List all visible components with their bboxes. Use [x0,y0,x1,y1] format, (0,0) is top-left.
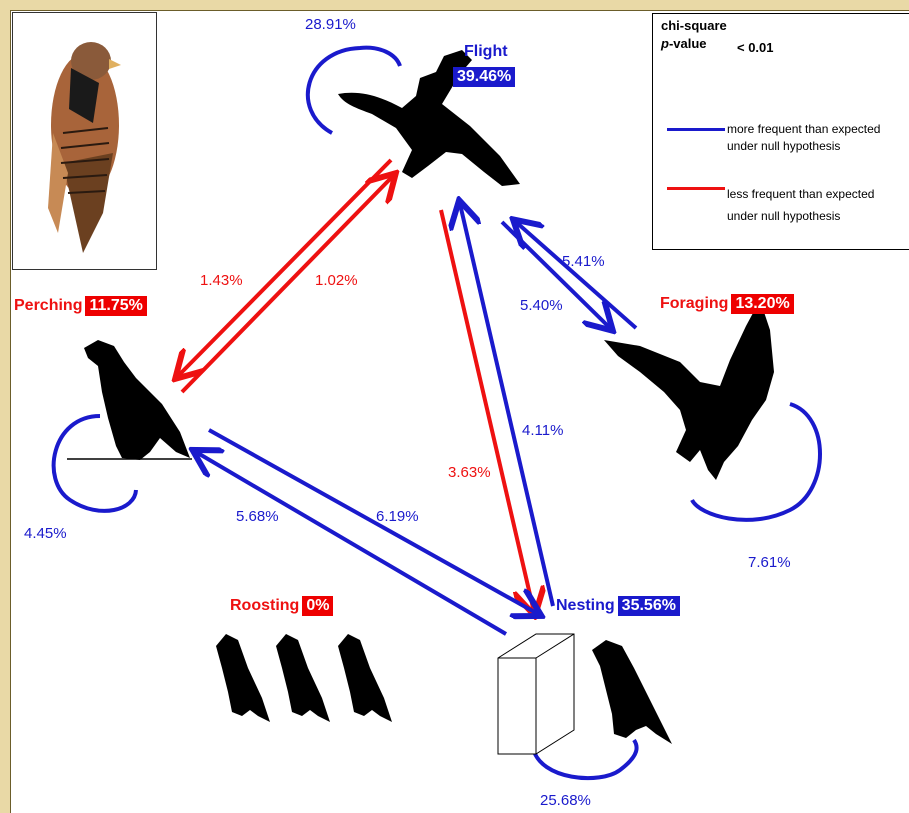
perching-label: Perching [14,297,82,314]
nesting-label: Nesting [556,597,615,614]
perching-value: 11.75% [85,296,146,316]
perching-self-loop-label: 4.45% [24,525,67,542]
nest-box [498,634,574,754]
flight-value: 39.46% [453,67,515,87]
foraging-silhouette [604,300,774,480]
roosting-label: Roosting [230,597,299,614]
perching-to-flight-label: 1.02% [315,272,358,289]
nesting-value: 35.56% [618,596,680,616]
flight-to-nesting-label: 3.63% [448,464,491,481]
roosting-bird-3 [338,634,392,722]
nesting-self-loop-label: 25.68% [540,792,591,809]
roosting-bird-1 [216,634,270,722]
roosting-value: 0% [302,596,333,616]
arrow-flight-to-nesting [441,210,534,612]
nesting-bird-silhouette [592,640,672,744]
flight-value-badge: 39.46% [450,67,515,87]
arrow-nesting-to-flight [460,204,553,606]
flight-self-loop-label: 28.91% [305,16,356,33]
flight-to-perching-label: 1.43% [200,272,243,289]
arrow-flight-to-perching [178,160,391,376]
nesting-to-perching-label: 5.68% [236,508,279,525]
perching-to-nesting-label: 6.19% [376,508,419,525]
foraging-self-loop-label: 7.61% [748,554,791,571]
foraging-label: Foraging [660,295,728,312]
roosting-bird-2 [276,634,330,722]
flight-to-foraging-label: 5.40% [520,297,563,314]
nesting-to-flight-label: 4.11% [522,422,563,439]
perching-silhouette [84,340,190,460]
foraging-value: 13.20% [731,294,793,314]
foraging-to-flight-label: 5.41% [562,253,605,270]
flight-label: Flight [464,43,508,61]
